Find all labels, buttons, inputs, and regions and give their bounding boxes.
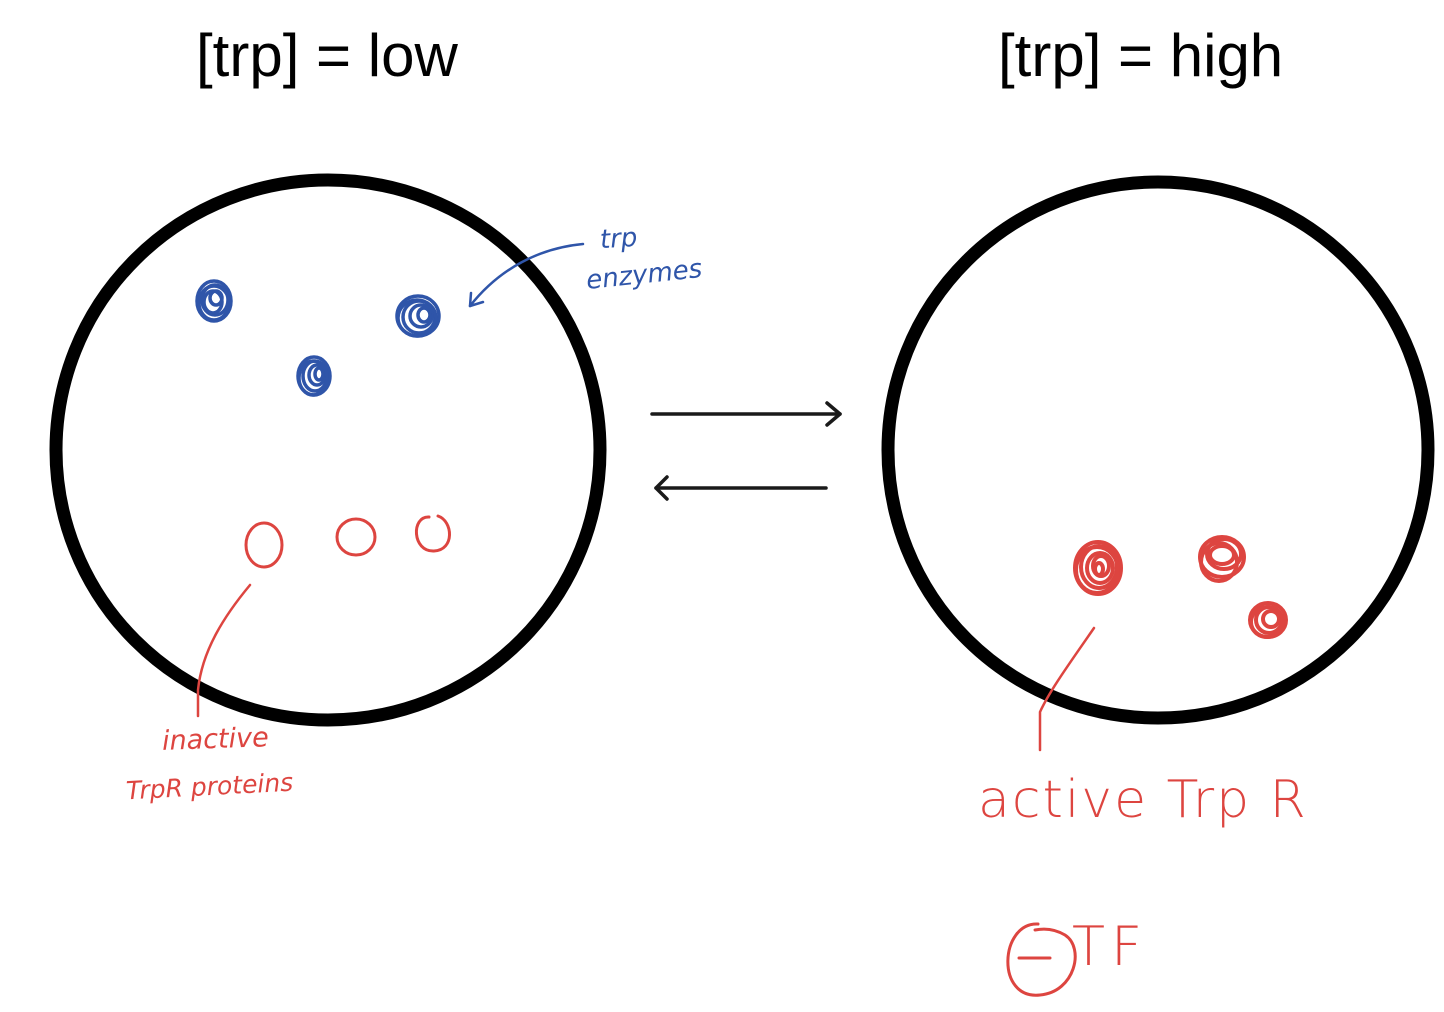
equilibrium-arrows — [650, 401, 842, 501]
circled-minus-icon — [1006, 922, 1077, 997]
active-trpr-scribble-icon — [1248, 601, 1288, 639]
label-trp-enzymes-line1: trp — [598, 222, 639, 256]
active-trpr-scribble-icon — [1073, 540, 1123, 596]
inactive-trpr-icon — [335, 517, 377, 557]
inactive-trpr-icon — [414, 514, 451, 553]
enzyme-scribble-icon — [296, 355, 332, 397]
title-trp-high: [trp] = high — [998, 22, 1284, 89]
label-active-trpr: active Trp R — [978, 770, 1308, 830]
inactive-pointer-line — [196, 583, 252, 718]
cell-low-trp — [49, 173, 607, 727]
enzyme-pointer-arrow — [468, 242, 585, 308]
title-trp-low: [trp] = low — [196, 22, 458, 89]
trp-enzymes — [195, 242, 585, 397]
negative-tf-symbol — [1006, 922, 1077, 997]
reverse-arrow-icon — [654, 475, 828, 501]
label-inactive-line1: inactive — [161, 722, 270, 757]
inactive-trpr-proteins — [196, 514, 451, 718]
enzyme-scribble-icon — [395, 294, 441, 338]
label-negative-tf: TF — [1072, 915, 1149, 978]
active-trpr-proteins — [1038, 535, 1288, 752]
enzyme-scribble-icon — [195, 279, 233, 323]
inactive-trpr-icon — [244, 521, 284, 569]
cell-high-trp — [881, 175, 1435, 725]
active-trpr-scribble-icon — [1198, 535, 1246, 583]
active-pointer-line — [1038, 626, 1096, 752]
forward-arrow-icon — [650, 401, 842, 427]
